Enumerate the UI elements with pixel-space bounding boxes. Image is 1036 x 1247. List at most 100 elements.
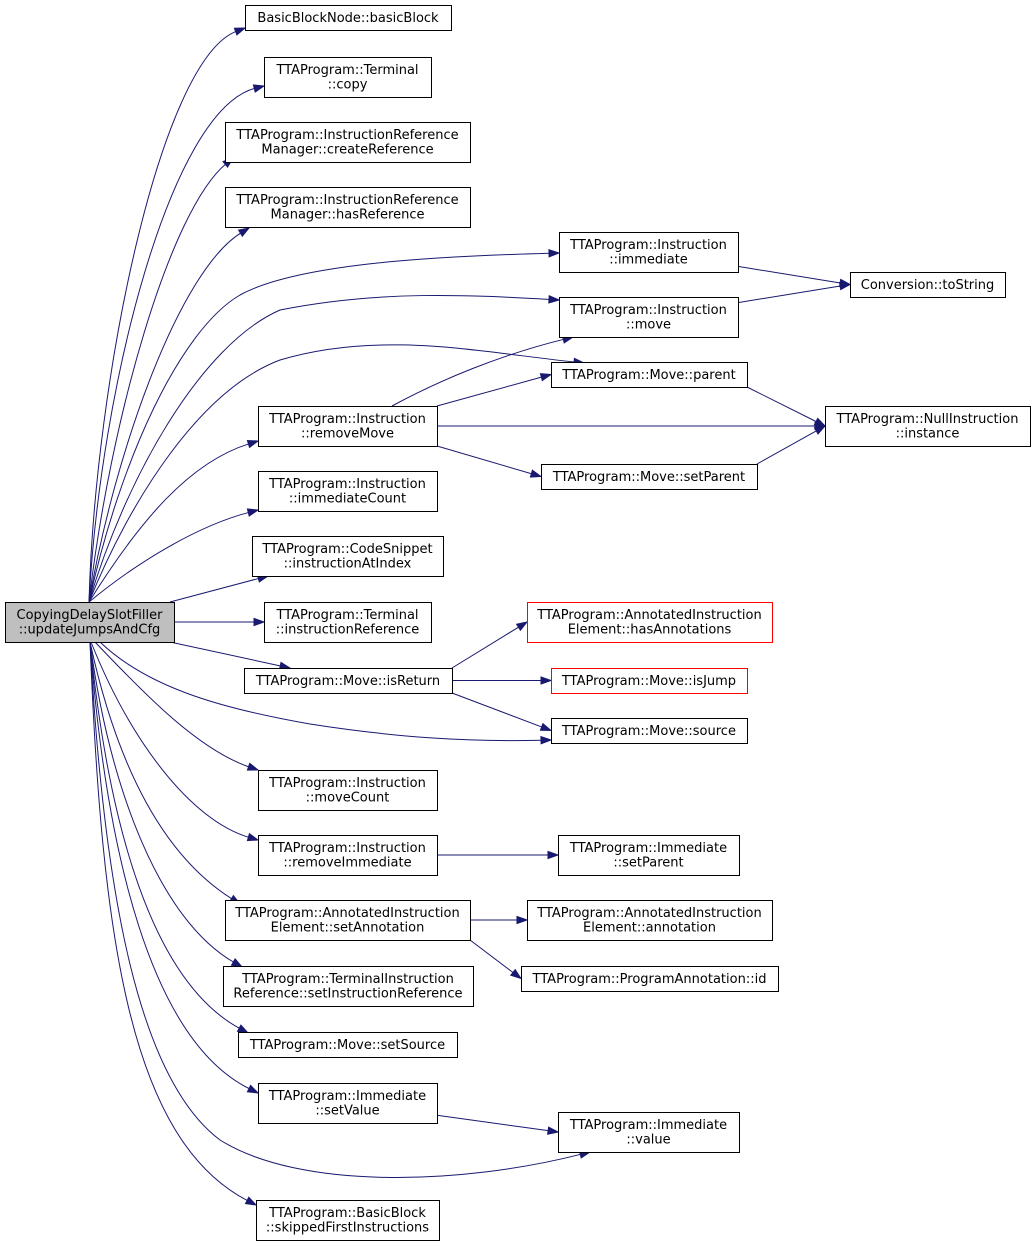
node-label-line: ::copy <box>328 78 368 93</box>
node-label-line: TTAProgram::Move::setParent <box>552 470 745 485</box>
node-move-source[interactable]: TTAProgram::Move::source <box>551 718 748 744</box>
node-irm-has[interactable]: TTAProgram::InstructionReferenceManager:… <box>225 187 471 228</box>
node-box <box>5 602 175 643</box>
node-conv-toString[interactable]: Conversion::toString <box>850 272 1006 298</box>
node-box <box>258 770 438 811</box>
node-box <box>559 232 739 273</box>
node-label-line: TTAProgram::NullInstruction <box>836 412 1019 427</box>
node-box <box>258 835 438 876</box>
node-box <box>264 602 432 643</box>
node-box <box>264 57 432 98</box>
node-label-line: TTAProgram::Instruction <box>268 776 426 791</box>
node-label-line: Conversion::toString <box>861 278 995 293</box>
edge-move_isReturn-to-move_source <box>451 692 553 732</box>
node-box <box>825 406 1031 447</box>
edge-aie_setAnnotation-to-aie_annotation <box>470 915 529 925</box>
node-box <box>558 835 740 876</box>
node-aie-setAnnotation[interactable]: TTAProgram::AnnotatedInstructionElement:… <box>225 900 471 941</box>
node-label-line: ::removeMove <box>301 427 394 442</box>
node-label-line: Manager::createReference <box>261 143 433 158</box>
node-aie-annotation[interactable]: TTAProgram::AnnotatedInstructionElement:… <box>527 900 773 941</box>
node-box <box>558 1112 740 1153</box>
node-label-line: TTAProgram::BasicBlock <box>268 1206 426 1221</box>
node-label-line: ::skippedFirstInstructions <box>266 1221 429 1236</box>
node-label-line: TTAProgram::CodeSnippet <box>261 542 432 557</box>
edge-root-to-move_source <box>99 641 553 745</box>
node-label-line: TTAProgram::ProgramAnnotation::id <box>532 972 767 987</box>
node-label-line: TTAProgram::Terminal <box>275 608 418 623</box>
node-move-parent[interactable]: TTAProgram::Move::parent <box>551 362 748 388</box>
edge-root-to-instr_immediate <box>88 249 561 603</box>
node-term-instrRef[interactable]: TTAProgram::Terminal::instructionReferen… <box>264 602 432 643</box>
edge-root-to-cs_instrAtIndex <box>169 574 270 603</box>
edge-aie_setAnnotation-to-pa_id <box>469 939 523 980</box>
edge-move_isReturn-to-aie_hasAnnotations <box>451 621 529 669</box>
edge-root-to-instr_move <box>88 294 561 603</box>
edge-root-to-irm_create <box>88 157 235 603</box>
node-box <box>551 668 748 694</box>
node-box <box>225 122 471 163</box>
node-box <box>258 471 438 512</box>
node-null-instance[interactable]: TTAProgram::NullInstruction::instance <box>825 406 1031 447</box>
node-move-setParent[interactable]: TTAProgram::Move::setParent <box>541 464 758 490</box>
node-label-line: BasicBlockNode::basicBlock <box>257 11 439 26</box>
node-label-line: ::setParent <box>613 856 683 871</box>
node-label-line: ::setValue <box>315 1104 379 1119</box>
node-label-line: TTAProgram::InstructionReference <box>235 193 458 208</box>
node-imm-setParent[interactable]: TTAProgram::Immediate::setParent <box>558 835 740 876</box>
edge-root-to-term_instrRef <box>174 617 266 627</box>
edge-root-to-instr_removeMove <box>88 439 260 603</box>
node-instr-move[interactable]: TTAProgram::Instruction::move <box>559 297 739 338</box>
node-box <box>225 900 471 941</box>
node-label-line: TTAProgram::Immediate <box>569 1118 727 1133</box>
edge-instr_removeMove-to-instr_move <box>391 335 575 407</box>
node-instr-immediateCount[interactable]: TTAProgram::Instruction::immediateCount <box>258 471 438 512</box>
node-label-line: ::instance <box>896 427 960 442</box>
node-label-line: TTAProgram::Terminal <box>275 63 418 78</box>
node-box <box>225 187 471 228</box>
node-label-line: ::instructionAtIndex <box>284 557 412 572</box>
node-tir-setInstrRef[interactable]: TTAProgram::TerminalInstructionReference… <box>223 966 474 1007</box>
node-label-line: TTAProgram::AnnotatedInstruction <box>234 906 459 921</box>
node-label-line: TTAProgram::AnnotatedInstruction <box>536 608 761 623</box>
node-label-line: ::value <box>626 1133 670 1148</box>
node-label-line: ::updateJumpsAndCfg <box>19 623 161 638</box>
node-box <box>244 668 453 694</box>
node-root[interactable]: CopyingDelaySlotFiller::updateJumpsAndCf… <box>5 602 175 643</box>
node-move-setSource[interactable]: TTAProgram::Move::setSource <box>238 1032 458 1058</box>
node-move-isJump[interactable]: TTAProgram::Move::isJump <box>551 668 748 694</box>
edge-move_isReturn-to-move_isJump <box>452 676 553 685</box>
node-instr-immediate[interactable]: TTAProgram::Instruction::immediate <box>559 232 739 273</box>
node-box <box>258 1083 438 1124</box>
edge-root-to-instr_immediateCount <box>88 508 260 603</box>
node-label-line: TTAProgram::TerminalInstruction <box>241 972 454 987</box>
node-term-copy[interactable]: TTAProgram::Terminal::copy <box>264 57 432 98</box>
node-instr-removeMove[interactable]: TTAProgram::Instruction::removeMove <box>258 406 438 447</box>
node-box <box>238 1032 458 1058</box>
node-aie-hasAnnotations[interactable]: TTAProgram::AnnotatedInstructionElement:… <box>527 602 773 643</box>
node-cs-instrAtIndex[interactable]: TTAProgram::CodeSnippet::instructionAtIn… <box>252 536 444 577</box>
node-imm-value[interactable]: TTAProgram::Immediate::value <box>558 1112 740 1153</box>
edge-move_setParent-to-null_instance <box>756 425 827 465</box>
edge-root-to-term_copy <box>88 84 266 603</box>
node-box <box>527 602 773 643</box>
node-label-line: Reference::setInstructionReference <box>233 987 462 1002</box>
node-label-line: TTAProgram::Instruction <box>268 477 426 492</box>
edges-layer <box>88 27 852 1206</box>
node-box <box>521 966 779 992</box>
node-bbn-basicBlock[interactable]: BasicBlockNode::basicBlock <box>245 5 452 31</box>
node-label-line: ::moveCount <box>306 791 390 806</box>
node-label-line: TTAProgram::Immediate <box>268 1089 426 1104</box>
node-box <box>258 406 438 447</box>
edge-instr_removeMove-to-move_parent <box>436 373 553 407</box>
node-pa-id[interactable]: TTAProgram::ProgramAnnotation::id <box>521 966 779 992</box>
node-irm-create[interactable]: TTAProgram::InstructionReferenceManager:… <box>225 122 471 163</box>
node-move-isReturn[interactable]: TTAProgram::Move::isReturn <box>244 668 453 694</box>
node-instr-removeImmediate[interactable]: TTAProgram::Instruction::removeImmediate <box>258 835 438 876</box>
node-bb-skipped[interactable]: TTAProgram::BasicBlock::skippedFirstInst… <box>256 1200 440 1241</box>
node-instr-moveCount[interactable]: TTAProgram::Instruction::moveCount <box>258 770 438 811</box>
node-label-line: TTAProgram::Instruction <box>569 303 727 318</box>
node-imm-setValue[interactable]: TTAProgram::Immediate::setValue <box>258 1083 438 1124</box>
